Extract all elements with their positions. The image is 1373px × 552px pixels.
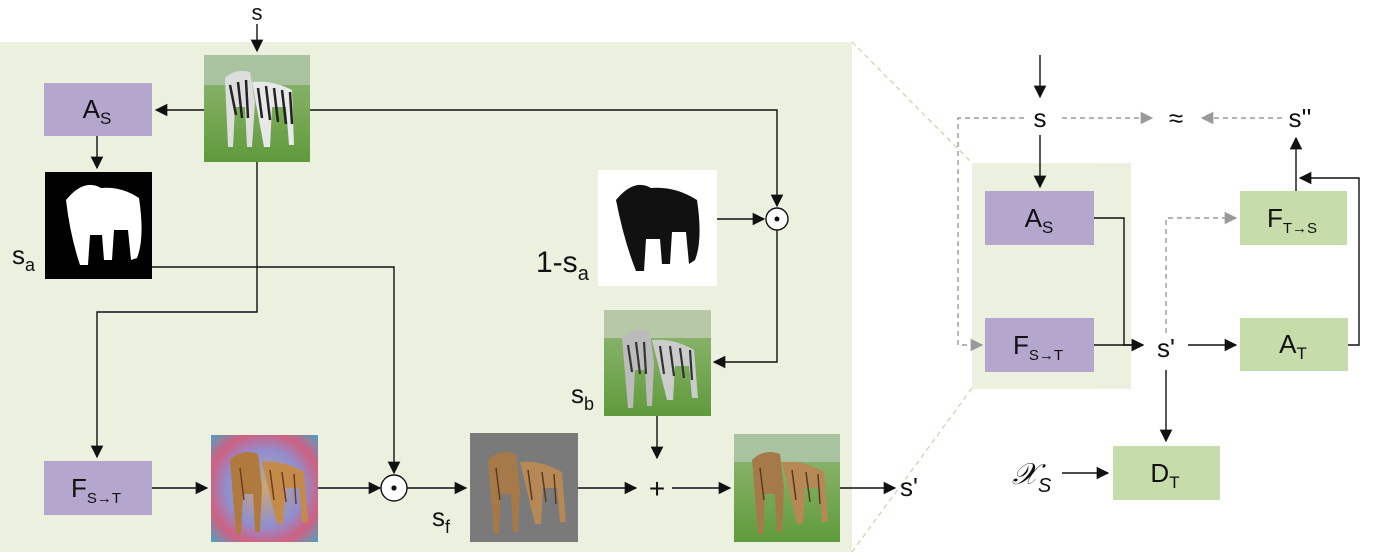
attention-t-box: AT — [1240, 318, 1348, 371]
inverse-mask-label: 1-sa — [536, 246, 590, 285]
mask-label: sa — [12, 240, 36, 275]
svg-text:DT: DT — [1150, 458, 1179, 492]
attention-s-box-right: AS — [985, 191, 1094, 245]
arrow-image-to-op-top — [310, 109, 784, 208]
s-double-prime-label: s'' — [1289, 103, 1312, 133]
generator-ts-box: FT→S — [1240, 191, 1347, 245]
svg-text:AT: AT — [1279, 329, 1307, 363]
generator-st-box-left: FS→T — [44, 461, 152, 515]
discriminator-box: DT — [1113, 446, 1220, 500]
attention-s-main: A — [83, 94, 101, 124]
output-image — [734, 434, 840, 542]
inverse-mask-image — [598, 170, 717, 286]
output-label: s' — [900, 472, 918, 502]
svg-text:FT→S: FT→S — [1267, 203, 1317, 237]
sum-op: + — [649, 473, 665, 504]
mask-image — [45, 172, 152, 279]
arrow-op-to-background — [712, 230, 778, 369]
approx-symbol: ≈ — [1169, 103, 1183, 133]
input-s-label: s — [252, 0, 263, 25]
translated-image — [211, 435, 318, 542]
arrow-mask-to-op-bottom — [152, 266, 401, 475]
arrow-image-to-generator — [90, 162, 258, 459]
dashed-sprime-to-generator-ts — [1165, 211, 1238, 333]
svg-text:AS: AS — [1025, 203, 1054, 237]
source-image — [204, 55, 310, 162]
zoom-line-bottom — [851, 387, 973, 552]
attention-s-box-left: AS — [44, 83, 152, 136]
domain-input-label: 𝒳S — [1012, 458, 1052, 497]
svg-text:FS→T: FS→T — [1013, 330, 1063, 364]
zoom-line-top — [851, 41, 973, 164]
svg-text:FS→T: FS→T — [71, 473, 121, 507]
foreground-image — [470, 433, 578, 542]
svg-text:AS: AS — [83, 94, 112, 128]
background-label: sb — [571, 379, 594, 414]
generator-st-box-right: FS→T — [985, 318, 1094, 372]
background-image — [604, 310, 711, 416]
right-s-label: s — [1034, 103, 1047, 133]
attention-s-sub: S — [100, 109, 111, 128]
arrow-at-to-generator-ts — [1298, 171, 1360, 346]
elementwise-op-bottom-dot — [391, 485, 397, 491]
right-s-prime-label: s' — [1157, 333, 1175, 363]
foreground-label: sf — [432, 502, 451, 537]
elementwise-op-top-dot — [774, 216, 780, 222]
